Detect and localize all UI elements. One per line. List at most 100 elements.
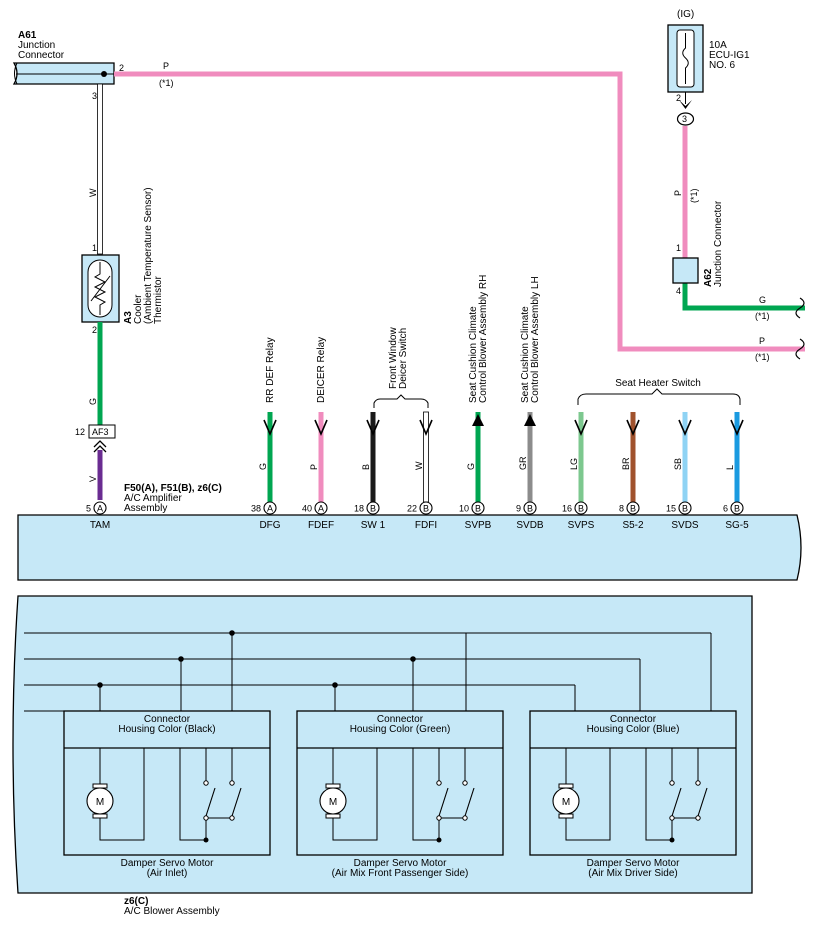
out-p-label: P xyxy=(759,336,765,346)
amplifier-name-line1: A/C Amplifier xyxy=(124,493,182,504)
arrow-out-icon xyxy=(263,419,277,437)
pin-name: SVDB xyxy=(516,520,544,531)
pin-number: 5 xyxy=(86,503,91,513)
af3-connector xyxy=(88,424,116,439)
wire-color-label: L xyxy=(725,465,735,470)
connector-label: Connector xyxy=(610,714,657,725)
motor-outline xyxy=(296,710,504,856)
connector-letter: B xyxy=(578,503,584,513)
motor-letter: M xyxy=(562,797,570,808)
device-label: DEICER Relay xyxy=(316,337,327,403)
pin-number: 10 xyxy=(459,503,469,513)
pin-number: 22 xyxy=(407,503,417,513)
connector-b-marker xyxy=(523,501,537,515)
amplifier-name-line2: Assembly xyxy=(124,503,167,514)
wire-color-label: GR xyxy=(518,456,528,470)
wire-p-top xyxy=(114,71,805,352)
pin-number: 6 xyxy=(723,503,728,513)
a62-pin-bot: 4 xyxy=(676,286,681,296)
pin-number: 16 xyxy=(562,503,572,513)
blower-assembly-box xyxy=(12,595,753,894)
arrow-out-icon xyxy=(626,419,640,437)
fuse-rating: 10A xyxy=(709,40,727,51)
wire-color-label: SB xyxy=(673,458,683,470)
wire-color-label: BR xyxy=(621,457,631,470)
fuse-supply: (IG) xyxy=(677,9,694,20)
wire-p-note: (*1) xyxy=(159,78,174,88)
wire-color-label: G xyxy=(258,463,268,470)
af3-pin: 12 xyxy=(75,427,85,437)
pin-name: SW 1 xyxy=(361,520,386,531)
connector-b-marker xyxy=(419,501,433,515)
pin-number: 8 xyxy=(619,503,624,513)
wire-p-label: P xyxy=(163,61,169,71)
motor-icon: M xyxy=(552,748,611,841)
fuse-name-line1: ECU-IG1 xyxy=(709,50,750,61)
a61-code: A61 xyxy=(18,30,37,41)
position-switch-icon xyxy=(645,748,708,843)
fuse-connector-3 xyxy=(676,112,695,126)
motor-outline xyxy=(529,710,737,856)
device-label-line2: Control Blower Assembly LH xyxy=(530,276,541,403)
arrow-out-icon xyxy=(730,419,744,437)
pin-name: S5-2 xyxy=(622,520,644,531)
connector-label: Connector xyxy=(144,714,191,725)
motor-title: Damper Servo Motor xyxy=(587,858,680,869)
arrow-out-icon xyxy=(678,419,692,437)
ac-amplifier-box xyxy=(17,514,802,581)
wire-color-label: P xyxy=(309,464,319,470)
af3-label: AF3 xyxy=(92,427,109,437)
connector-letter: A xyxy=(97,503,103,513)
connector-letter: B xyxy=(370,503,376,513)
connector-letter: B xyxy=(630,503,636,513)
connector-b-marker xyxy=(678,501,692,515)
connector-letter: A xyxy=(318,503,324,513)
blower-bus-lines xyxy=(24,632,712,712)
motor-outline xyxy=(63,710,271,856)
wire-color-label: B xyxy=(361,464,371,470)
pin-number: 9 xyxy=(516,503,521,513)
fuse-connector-num: 3 xyxy=(682,114,687,124)
a3-name-line2: (Ambient Temperature Sensor) xyxy=(143,187,154,324)
seat-heater-brace xyxy=(577,388,741,405)
blower-code: z6(C) xyxy=(124,896,148,907)
housing-color-label: Housing Color (Green) xyxy=(350,724,451,735)
pin-number: 40 xyxy=(302,503,312,513)
top-labels: A61 Junction Connector 2 3 P (*1) W 1 2 … xyxy=(18,9,770,482)
out-p-note: (*1) xyxy=(755,352,770,362)
pin-name: SVPS xyxy=(568,520,595,531)
motor-icon: M xyxy=(86,748,145,841)
motor-icon: M xyxy=(319,748,378,841)
wire-w xyxy=(97,83,103,255)
blower-junction-dots xyxy=(97,630,416,688)
arrow-out-icon xyxy=(419,419,433,437)
a61-pin-down: 3 xyxy=(92,91,97,101)
arrow-in-icon xyxy=(524,414,536,426)
arrow-out-icon xyxy=(366,419,380,437)
housing-color-label: Housing Color (Blue) xyxy=(587,724,680,735)
a61-name-line2: Connector xyxy=(18,50,65,61)
wire-v-label: V xyxy=(88,476,98,482)
connector-a-marker xyxy=(93,501,107,515)
a62-pin-top: 1 xyxy=(676,243,681,253)
connector-b-marker xyxy=(730,501,744,515)
motor-title: Damper Servo Motor xyxy=(121,858,214,869)
a62-junction-connector xyxy=(672,257,699,284)
connector-letter: B xyxy=(475,503,481,513)
a61-name-line1: Junction xyxy=(18,40,55,51)
a3-code: A3 xyxy=(123,311,134,324)
device-label-line2: Control Blower Assembly RH xyxy=(478,275,489,403)
